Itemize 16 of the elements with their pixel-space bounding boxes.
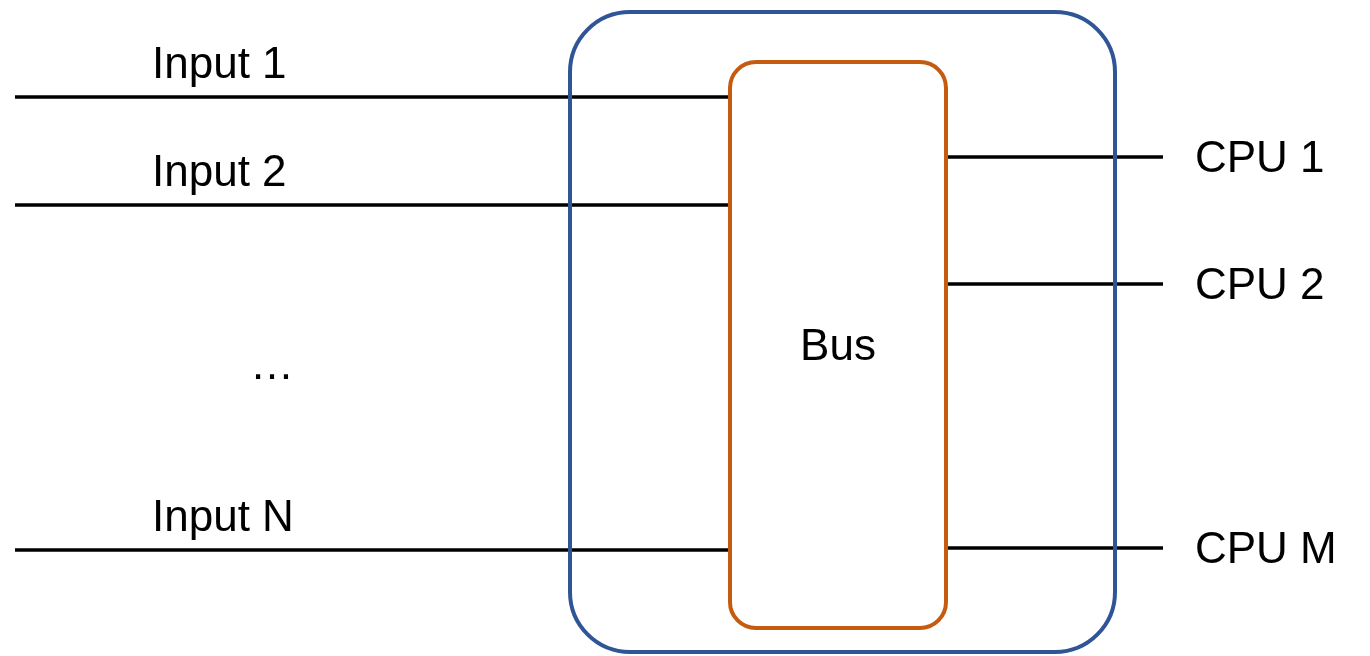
connector-line (948, 155, 1163, 159)
connector-line (15, 548, 728, 552)
cpu-label: CPU 1 (1163, 131, 1368, 183)
edge-label: Input N (152, 494, 294, 538)
container-box (568, 10, 1117, 654)
connector-line (948, 282, 1163, 286)
connector-line (948, 546, 1163, 550)
edge-label: Input 1 (152, 41, 287, 85)
cpu-label: CPU M (1163, 522, 1368, 574)
bus-box (728, 60, 948, 630)
connector-line (15, 95, 728, 99)
cpu-label: CPU 2 (1163, 258, 1368, 310)
edge-label: Input 2 (152, 149, 287, 193)
node-label: Bus (800, 320, 876, 370)
connector-line (15, 203, 728, 207)
ellipsis-label: … (250, 342, 294, 386)
